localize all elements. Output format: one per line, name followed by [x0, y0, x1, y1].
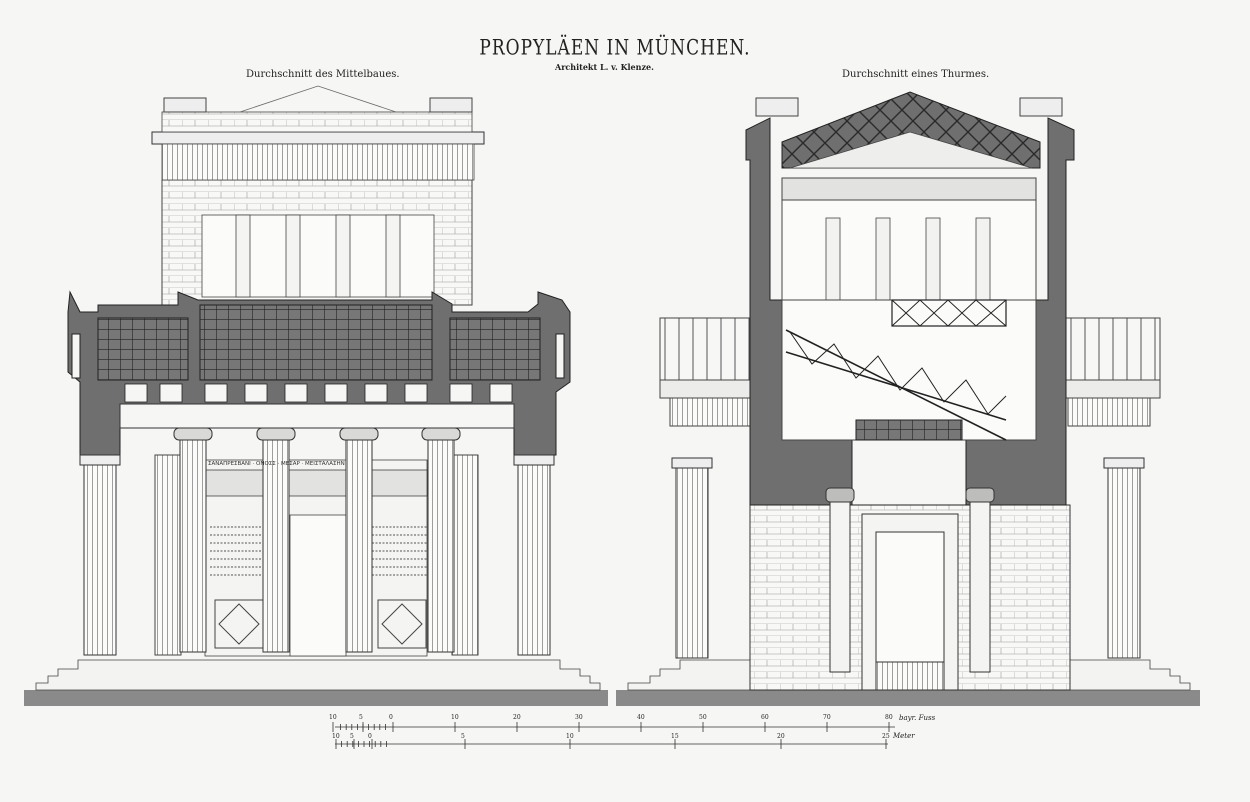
left-diamond — [218, 603, 260, 645]
fuss-tick-label: 80 — [885, 714, 893, 721]
architect-credit: Architekt L. v. Klenze. — [555, 62, 654, 72]
meter-tick-label: 20 — [777, 733, 785, 740]
coffered-gable — [789, 131, 1033, 169]
right-anta — [451, 454, 479, 656]
central-doorway — [289, 514, 347, 657]
roof-grid-left — [97, 317, 189, 381]
fuss-tick-label: 20 — [513, 714, 521, 721]
fuss-tick-label: 10 — [451, 714, 459, 721]
fuss-tick-label: 50 — [699, 714, 707, 721]
attic-top-wall — [161, 111, 473, 133]
roof-grid-center — [199, 304, 433, 381]
attic-cornice — [151, 131, 485, 145]
tower-inner-column-left — [829, 501, 851, 673]
fuss-unit-label: bayr. Fuss — [899, 714, 936, 722]
ground-strip-right — [616, 690, 1200, 706]
frieze-relief — [204, 469, 428, 497]
left-balustrade — [659, 317, 753, 383]
doric-column-left — [83, 464, 117, 656]
central-section: ΣΑΝΑΠΡΕΣΒΑΝΙ · ΟΝΟΣΣ · ΜΕΣΑΡ · ΜΕΙΣΤΑΛΑΣ… — [24, 85, 608, 706]
meter-tick-label: 10 — [332, 733, 340, 740]
landing-grid — [855, 419, 963, 441]
attic-frieze — [161, 143, 475, 181]
tower-section — [616, 91, 1200, 706]
left-pediment-outline — [239, 85, 397, 113]
meter-tick-label: 5 — [350, 733, 354, 740]
stair-hall — [781, 299, 1037, 441]
right-section-caption: Durchschnitt eines Thurmes. — [842, 69, 990, 80]
meter-tick-label: 15 — [671, 733, 679, 740]
meter-tick-label: 25 — [882, 733, 890, 740]
frieze-inscription: ΣΑΝΑΠΡΕΣΒΑΝΙ · ΟΝΟΣΣ · ΜΕΣΑΡ · ΜΕΙΣΤΑΛΑΣ… — [208, 461, 345, 467]
right-balustrade — [1063, 317, 1161, 383]
left-anta — [154, 454, 182, 656]
fuss-tick-label: 10 — [329, 714, 337, 721]
tower-door-steps — [875, 661, 945, 691]
scale-bars — [332, 722, 895, 749]
meter-tick-label: 5 — [461, 733, 465, 740]
tower-doorway — [875, 531, 945, 663]
tower-doric-column-left — [675, 467, 709, 659]
fuss-tick-label: 0 — [389, 714, 393, 721]
left-section-caption: Durchschnitt des Mittelbaues. — [246, 69, 400, 80]
right-panel — [377, 599, 427, 649]
tower-doric-column-right — [1107, 467, 1141, 659]
roof-grid-right — [449, 317, 541, 381]
right-diamond — [381, 603, 423, 645]
plate-title: PROPYLÄEN IN MÜNCHEN. — [479, 35, 751, 61]
left-steps — [35, 659, 601, 691]
left-acroterion-right — [429, 97, 473, 113]
tower-upper-room — [781, 199, 1037, 301]
left-acroterion-left — [163, 97, 207, 113]
tower-frieze — [781, 177, 1037, 201]
ionic-columns — [173, 427, 461, 653]
fuss-tick-label: 70 — [823, 714, 831, 721]
fuss-tick-label: 60 — [761, 714, 769, 721]
meter-tick-label: 0 — [368, 733, 372, 740]
ground-strip-left — [24, 690, 608, 706]
upper-stair-truss — [891, 299, 1007, 327]
right-side-opening — [555, 333, 565, 379]
tower-inner-column-right — [969, 501, 991, 673]
meter-unit-label: Meter — [893, 732, 915, 740]
left-inscription-lines — [210, 526, 428, 576]
roof-truss — [781, 91, 1041, 169]
doric-column-right — [517, 464, 551, 656]
left-entablature — [119, 403, 515, 429]
meter-tick-label: 10 — [566, 733, 574, 740]
stair-truss — [789, 331, 1007, 415]
fuss-tick-label: 30 — [575, 714, 583, 721]
fuss-tick-label: 5 — [359, 714, 363, 721]
left-side-opening — [71, 333, 81, 379]
fuss-tick-label: 40 — [637, 714, 645, 721]
